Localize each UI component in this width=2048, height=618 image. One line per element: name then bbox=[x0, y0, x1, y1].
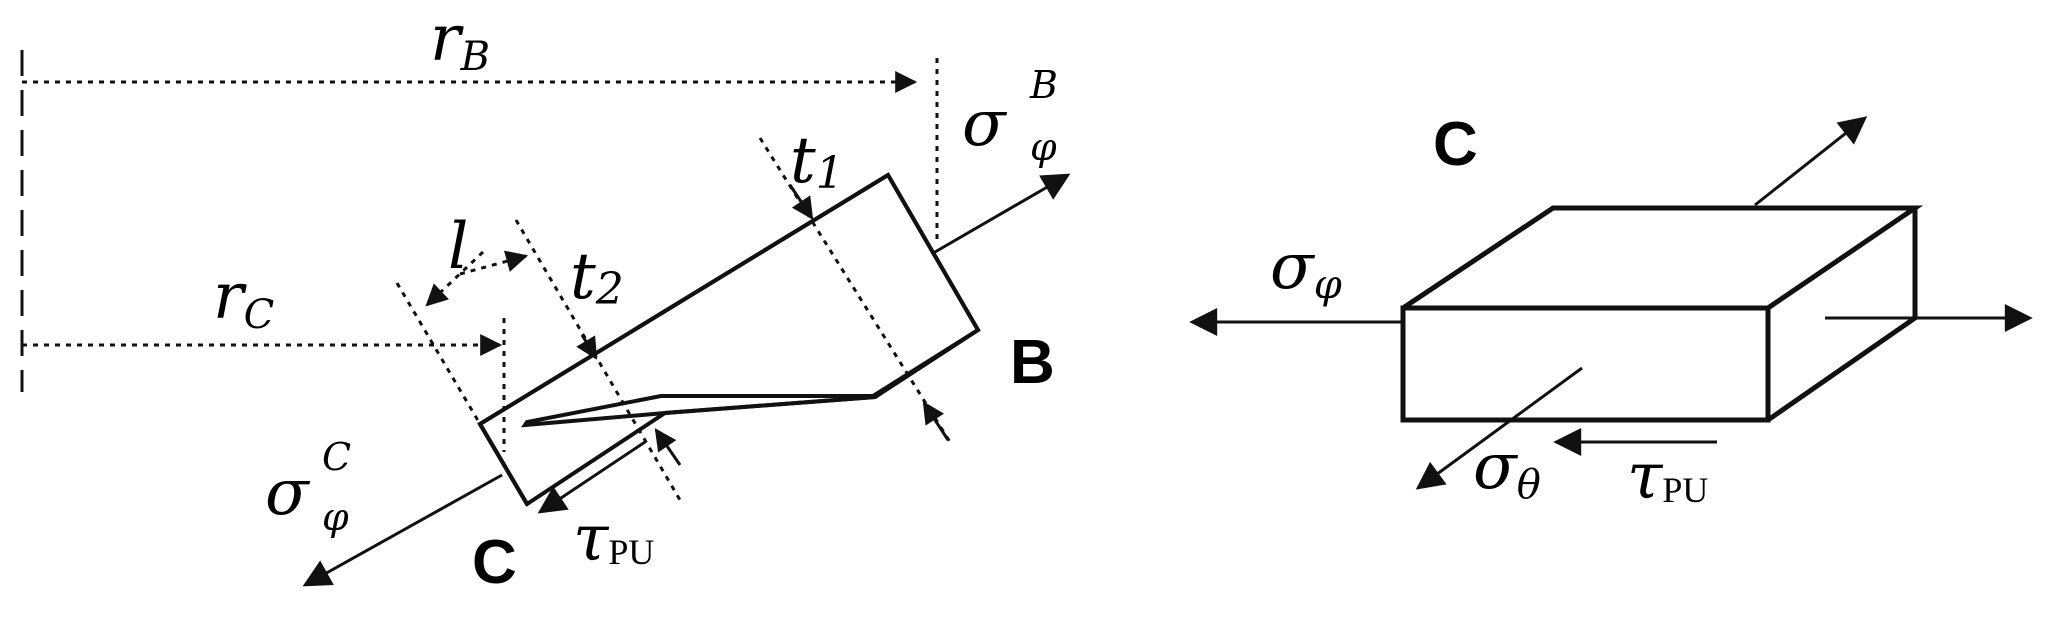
sigma-phi-b-arrow bbox=[934, 173, 1071, 254]
l-label: l bbox=[448, 210, 468, 284]
joint-outline bbox=[477, 172, 981, 506]
joint-top-edge bbox=[478, 422, 529, 506]
sigma-phi-c-sub: φ bbox=[322, 495, 349, 539]
rc-label: rC bbox=[213, 260, 274, 338]
tau-pu-label-right: τPU bbox=[1627, 440, 1708, 514]
rb-label: rB bbox=[430, 2, 490, 80]
sigma-phi-c-sup: C bbox=[322, 435, 351, 479]
top-normal-arrow bbox=[1754, 116, 1868, 207]
joint-body bbox=[477, 172, 981, 507]
right-diagram: C σφ σθ τPU bbox=[1189, 110, 2033, 514]
tau-pu-arrow-left bbox=[537, 440, 646, 514]
l-dimension-b bbox=[459, 250, 529, 276]
element-side-face bbox=[1766, 208, 1918, 423]
sigma-phi-c-arrow bbox=[302, 473, 503, 587]
element-front-face bbox=[1400, 305, 1771, 423]
point-b-label: B bbox=[1010, 328, 1055, 397]
t1-arrow-top bbox=[788, 184, 814, 220]
sigma-phi-b-sub: φ bbox=[1030, 125, 1057, 169]
tau-pu-label-left: τPU bbox=[573, 502, 654, 576]
sigma-phi-b-main: σ bbox=[962, 87, 1008, 161]
left-diagram: rB rC l t1 t2 σ B φ σ C φ τPU B C bbox=[20, 2, 1071, 597]
t2-arrow-bottom bbox=[654, 428, 682, 466]
t2-label: t2 bbox=[570, 240, 624, 315]
point-c-label: C bbox=[472, 528, 517, 597]
t2-arrow-top bbox=[576, 334, 598, 360]
sigma-phi-b-sup: B bbox=[1029, 63, 1058, 107]
l-dimension bbox=[425, 250, 485, 307]
point-c-right-label: C bbox=[1433, 110, 1478, 179]
l-boundary-left bbox=[395, 282, 482, 425]
sigma-theta-arrow bbox=[1415, 366, 1583, 490]
sigma-phi-c-main: σ bbox=[265, 456, 311, 530]
t1-arrow-bottom bbox=[922, 401, 950, 441]
element-top-face bbox=[1401, 205, 1924, 311]
sigma-theta-label: σθ bbox=[1473, 430, 1541, 508]
sigma-phi-right-label: σφ bbox=[1270, 230, 1342, 308]
t1-label: t1 bbox=[790, 124, 844, 199]
